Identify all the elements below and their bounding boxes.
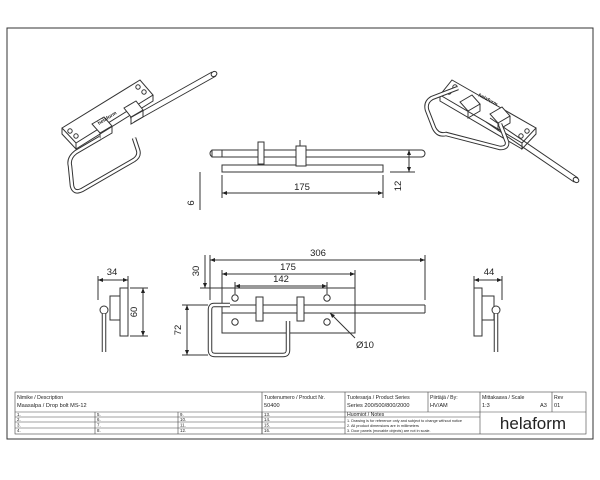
description-label: Nimike / Description: [17, 395, 63, 401]
rod-diameter-dim: Ø10: [356, 340, 374, 351]
series-label: Tuotesarja / Product Series: [347, 395, 410, 401]
revision-number: 1.: [17, 412, 21, 417]
revision-number: 9.: [180, 412, 184, 417]
side-view: [199, 140, 426, 210]
side-thickness-dim: 6: [186, 200, 197, 205]
revision-number: 11.: [180, 423, 186, 428]
revision-list: 1. 2. 3. 4. 5. 6. 7. 8. 9. 10. 11. 12. 1…: [17, 412, 270, 433]
rev-label: Rev: [554, 395, 564, 401]
left-height-dim: 60: [129, 307, 140, 318]
overall-length-dim: 306: [310, 248, 326, 259]
scale-label: Mittakaava / Scale: [482, 395, 524, 401]
notes-label: Huomiot / Notes: [347, 412, 385, 418]
isometric-view-right: [424, 79, 580, 184]
end-view-right: [473, 276, 503, 352]
revision-number: 10.: [180, 417, 186, 422]
hole-spacing-dim: 142: [273, 274, 289, 285]
helaform-logo: helaform: [500, 414, 566, 433]
revision-number: 6.: [97, 417, 101, 422]
top-offset-dim: 30: [191, 266, 202, 277]
product-no-value: 50400: [264, 403, 280, 409]
side-length-dim: 175: [294, 182, 310, 193]
series-value: Series 200/500/800/2000: [347, 403, 410, 409]
scale-value: 1:3: [482, 403, 490, 409]
drawn-value: HV/AM: [430, 403, 448, 409]
revision-number: 12.: [180, 428, 186, 433]
drawing-border: [6, 27, 594, 440]
side-height-dim: 12: [393, 181, 404, 192]
drawn-label: Piirtäjä / By:: [430, 395, 458, 401]
revision-number: 13.: [264, 412, 270, 417]
note-1: 1. Drawing is for reference only and sub…: [347, 419, 462, 423]
right-width-dim: 44: [484, 267, 495, 278]
title-block: [14, 391, 587, 435]
revision-number: 15.: [264, 423, 270, 428]
note-3: 3. Door panels (movable objects) are not…: [347, 429, 431, 433]
revision-number: 7.: [97, 423, 101, 428]
product-no-label: Tuotenumero / Product Nr.: [264, 395, 325, 401]
revision-number: 4.: [17, 428, 21, 433]
isometric-view-left: [61, 70, 218, 194]
revision-number: 14.: [264, 417, 270, 422]
plate-length-dim: 175: [280, 262, 296, 273]
left-width-dim: 34: [107, 267, 118, 278]
sheet-size-value: A3: [540, 403, 547, 409]
end-view-left: [97, 276, 148, 352]
front-view: [182, 255, 426, 358]
revision-number: 3.: [17, 423, 21, 428]
revision-number: 5.: [97, 412, 101, 417]
plate-height-dim: 72: [173, 325, 184, 336]
revision-number: 8.: [97, 428, 101, 433]
description-value: Maasalpa / Drop bolt MS-12: [17, 403, 87, 409]
revision-number: 2.: [17, 417, 21, 422]
rev-value: 01: [554, 403, 560, 409]
note-2: 2. All product dimensions are in millime…: [347, 424, 419, 428]
revision-number: 16.: [264, 428, 270, 433]
